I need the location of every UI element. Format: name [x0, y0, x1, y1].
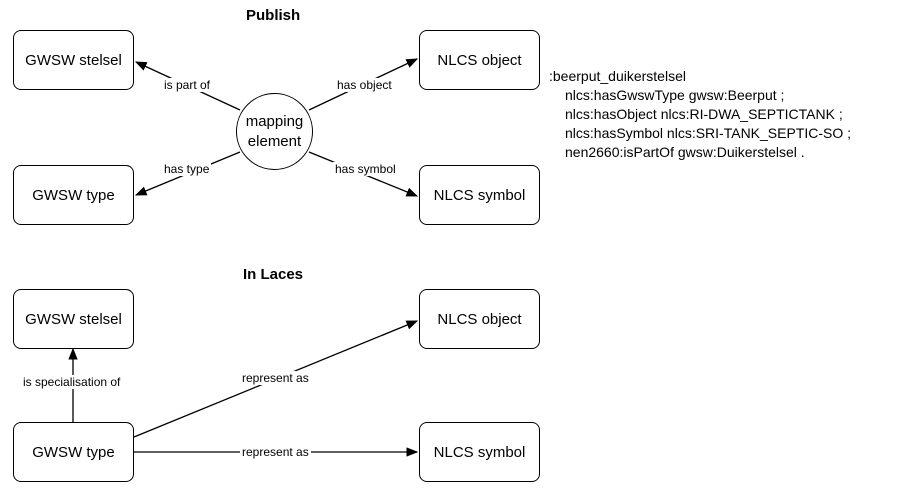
code-line: nlcs:hasSymbol nlcs:SRI-TANK_SEPTIC-SO ;: [565, 125, 852, 141]
laces-gwsw-stelsel-node: GWSW stelsel: [13, 289, 134, 349]
publish-nlcs-object-node: NLCS object: [419, 30, 540, 90]
laces-gwsw-type-node: GWSW type: [13, 422, 134, 482]
publish-title: Publish: [246, 7, 301, 24]
code-subject: :beerput_duikerstelsel: [549, 68, 686, 84]
code-line: nlcs:hasGwswType gwsw:Beerput ;: [565, 87, 785, 103]
laces-title: In Laces: [243, 266, 304, 283]
mapping-element-node: mapping element: [236, 93, 313, 170]
publish-nlcs-symbol-node: NLCS symbol: [419, 165, 540, 225]
edge-label-has-object: has object: [335, 78, 394, 92]
edge-label-is-part-of: is part of: [162, 78, 213, 92]
code-line: nlcs:hasObject nlcs:RI-DWA_SEPTICTANK ;: [565, 106, 843, 122]
edge-label-represent-symbol: represent as: [240, 445, 311, 459]
edge-label-has-type: has type: [162, 162, 212, 176]
mapping-code-block: :beerput_duikerstelsel nlcs:hasGwswType …: [549, 67, 851, 162]
publish-gwsw-type-node: GWSW type: [13, 165, 134, 225]
mapping-element-label-line2: element: [247, 132, 302, 150]
edge-label-has-symbol: has symbol: [333, 162, 398, 176]
publish-gwsw-stelsel-node: GWSW stelsel: [13, 30, 134, 90]
laces-nlcs-object-node: NLCS object: [419, 289, 540, 349]
edge-label-represent-object: represent as: [240, 371, 311, 385]
laces-nlcs-symbol-node: NLCS symbol: [419, 422, 540, 482]
code-line: nen2660:isPartOf gwsw:Duikerstelsel .: [565, 144, 805, 160]
edge-label-specialisation: is specialisation of: [21, 375, 123, 389]
mapping-element-label-line1: mapping: [245, 112, 304, 130]
